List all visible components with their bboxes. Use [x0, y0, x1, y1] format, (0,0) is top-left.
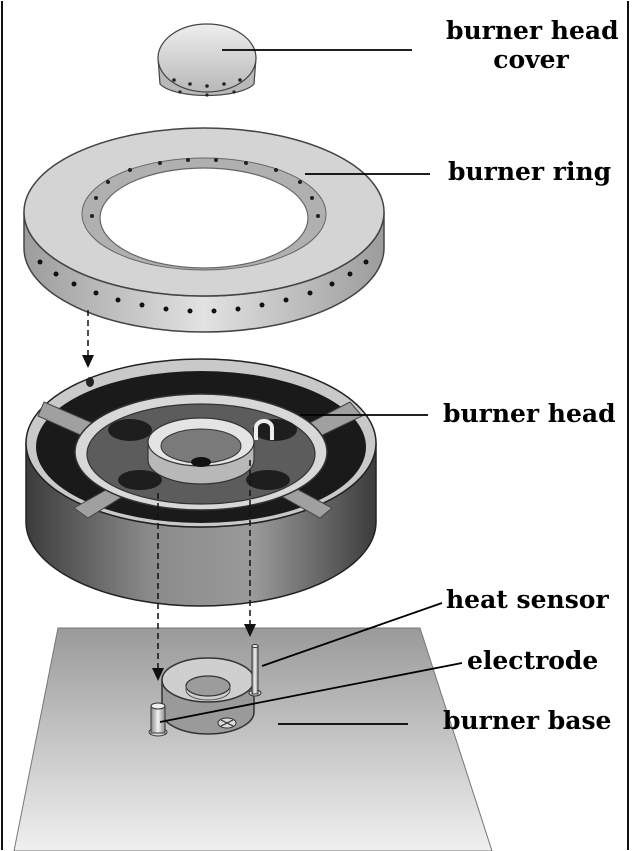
alignment-arrows — [82, 310, 256, 681]
label-burner-ring: burner ring — [448, 157, 612, 186]
burner-base-boss — [161, 657, 255, 735]
leader-lines — [159, 49, 463, 725]
electrode-part — [148, 702, 168, 737]
label-burner-head-cover-line1: burner head — [446, 16, 619, 45]
label-burner-head-cover-line2: cover — [493, 45, 569, 74]
label-burner-base: burner base — [443, 706, 612, 735]
burner-base-plate — [13, 627, 493, 851]
label-electrode: electrode — [467, 646, 599, 675]
burner-head-cover-part — [157, 23, 257, 97]
burner-head-part — [25, 358, 377, 607]
label-heat-sensor: heat sensor — [446, 585, 609, 614]
heat-sensor-part — [248, 644, 262, 697]
label-burner-head: burner head — [443, 399, 616, 428]
label-burner-head-cover: burner head cover — [446, 16, 619, 74]
burner-ring-part — [23, 127, 385, 333]
